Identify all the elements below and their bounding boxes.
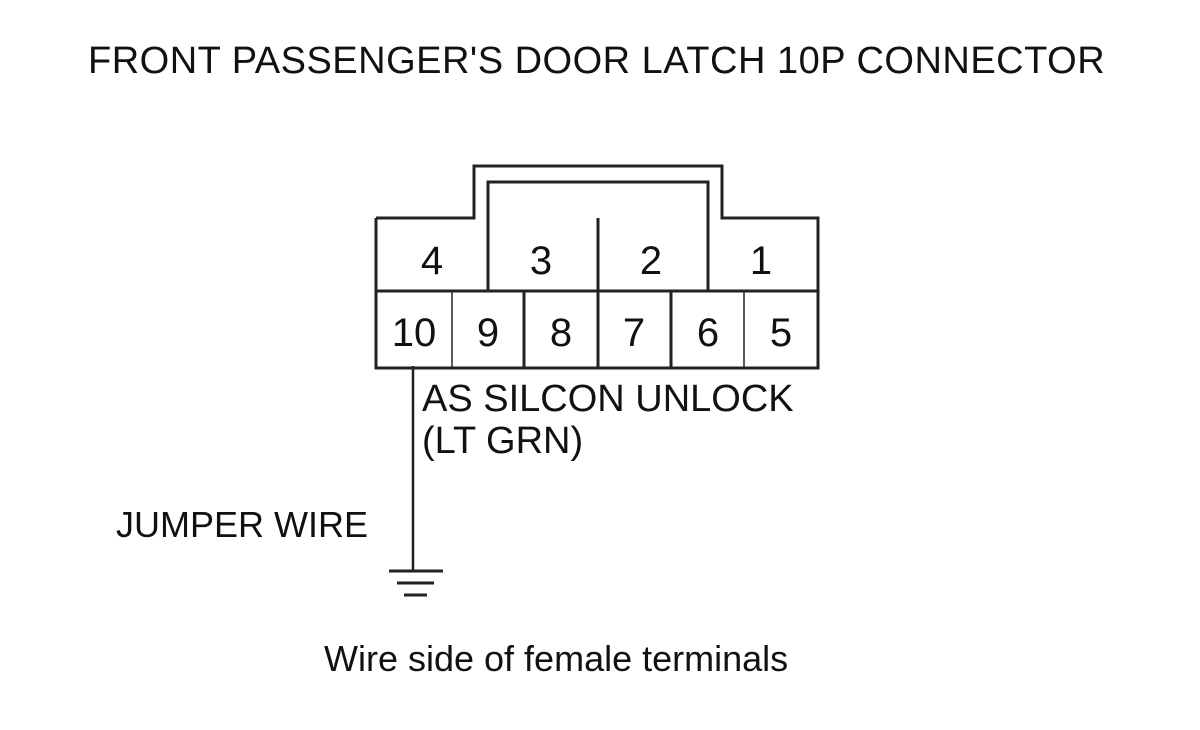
pin-label: 2 bbox=[640, 239, 662, 283]
pin-label: 1 bbox=[750, 239, 772, 283]
latch-inner bbox=[486, 180, 710, 218]
jumper-wire-label: JUMPER WIRE bbox=[116, 504, 368, 545]
diagram-title: FRONT PASSENGER'S DOOR LATCH 10P CONNECT… bbox=[88, 40, 1106, 82]
diagram-caption: Wire side of female terminals bbox=[324, 638, 789, 679]
pin-label: 8 bbox=[550, 311, 572, 355]
wire-signal-name: AS SILCON UNLOCK bbox=[422, 378, 794, 420]
pin-label: 4 bbox=[421, 239, 443, 283]
pin-label: 10 bbox=[392, 311, 437, 355]
wire-color-code: (LT GRN) bbox=[422, 420, 584, 462]
ground-symbol-icon bbox=[389, 569, 443, 597]
pin-label: 7 bbox=[623, 311, 645, 355]
pin-label: 5 bbox=[770, 311, 792, 355]
connector-housing bbox=[374, 164, 820, 370]
pin-label: 6 bbox=[697, 311, 719, 355]
pin-label: 9 bbox=[477, 311, 499, 355]
pin-label: 3 bbox=[530, 239, 552, 283]
wire-label: AS SILCON UNLOCK (LT GRN) bbox=[422, 378, 794, 462]
